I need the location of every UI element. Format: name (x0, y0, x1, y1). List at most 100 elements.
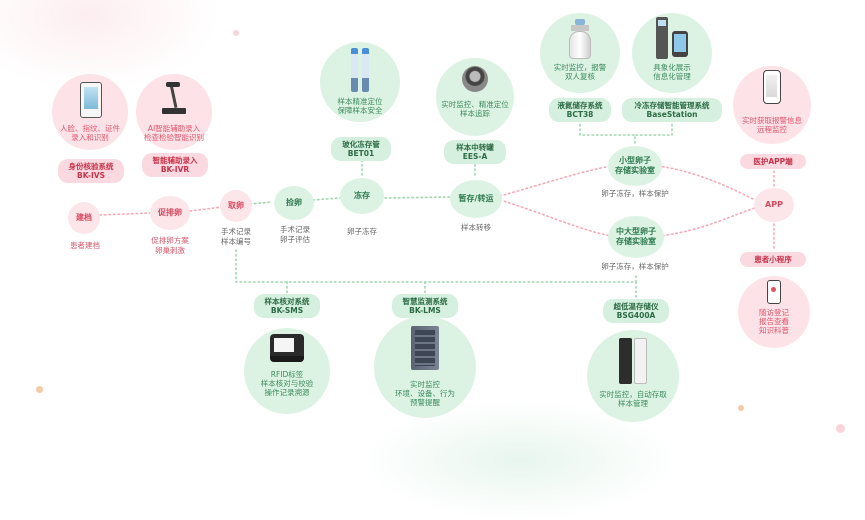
stage-small-lab-caption: 卵子冻存，样本保护 (601, 189, 669, 198)
mini-desc-3: 知识科普 (759, 326, 789, 335)
stage-small-lab-label: 小型卵子存储实验室 (615, 156, 655, 176)
mini-program-name: 患者小程序 (754, 255, 792, 264)
link-bct-small (579, 119, 636, 147)
ivr-system-code: BK-IVR (160, 165, 190, 174)
stage-cupailuan-label: 促排卵 (158, 208, 182, 217)
decor-dot-1 (36, 386, 43, 393)
face-terminal-icon (80, 82, 102, 118)
stage-jianluan-caption: 手术记录 卵子评估 (268, 225, 322, 244)
sms-system-code: BK-SMS (270, 306, 304, 315)
stage-dongcun-label: 冻存 (354, 191, 370, 200)
bsg-system-tag[interactable]: 超低温存储仪 BSG400A (603, 299, 669, 323)
link-quluan-jianluan (249, 201, 273, 205)
bsg-system-code: BSG400A (616, 311, 656, 320)
mini-program-tag[interactable]: 患者小程序 (740, 252, 806, 267)
sms-system-name: 样本核对系统 (264, 297, 310, 306)
doctor-app-tag[interactable]: 医护APP端 (740, 154, 806, 169)
stage-cupailuan-caption: 促排卵方案 卵巢刺激 (140, 236, 200, 255)
mini-program-phone-icon (767, 280, 781, 304)
decor-dot-4 (233, 30, 239, 36)
flow-connectors (99, 119, 775, 299)
link-small-app (657, 165, 756, 201)
bet-desc-2: 保障样本安全 (337, 106, 383, 115)
mini-desc-1: 随访登记 (759, 308, 789, 317)
bet-desc-1: 样本精准定位 (337, 97, 383, 106)
small-lab-label-2: 存储实验室 (615, 166, 655, 175)
bsg-device-circle: 实时监控，自动存取 样本管理 (587, 330, 679, 422)
stage-small-lab[interactable]: 小型卵子存储实验室 (608, 146, 662, 186)
ivr-desc-1: AI智能辅助录入 (147, 124, 201, 133)
ivr-device-circle: AI智能辅助录入 检查检验智能识别 (136, 74, 212, 150)
stage-app[interactable]: APP (754, 188, 794, 222)
ivs-device-circle: 人脸、指纹、证件 录入和识别 (52, 74, 128, 150)
link-jiandang-cupailuan (99, 212, 151, 216)
ultra-low-freezer-icon (619, 338, 647, 384)
nitrogen-dewar-icon (569, 19, 591, 59)
stage-jianluan[interactable]: 捡卵 (274, 186, 314, 220)
ivs-desc-2: 录入和识别 (71, 133, 109, 142)
ees-desc-2: 样本追踪 (460, 109, 490, 118)
base-system-tag[interactable]: 冷冻存储智能管理系统 BaseStation (622, 98, 722, 122)
ivs-system-name: 身份核验系统 (68, 162, 114, 171)
link-bottom-bus (235, 249, 637, 283)
link-large-app (657, 207, 756, 237)
link-base-small (634, 119, 673, 136)
doctor-app-circle: 实时获取报警信息 远程监控 (733, 66, 811, 144)
stage-dongcun[interactable]: 冻存 (340, 178, 384, 214)
cryo-straw-icon (350, 48, 372, 92)
doctor-app-desc-1: 实时获取报警信息 (742, 116, 802, 125)
link-cupailuan-quluan (189, 206, 223, 212)
stage-quluan[interactable]: 取卵 (220, 190, 252, 222)
bct-device-circle: 实时监控，报警 双人复核 (540, 13, 620, 93)
lms-system-tag[interactable]: 智慧监测系统 BK-LMS (392, 294, 458, 318)
stage-zancun-label: 暂存/转运 (458, 194, 494, 203)
stage-jianluan-caption-2: 卵子评估 (280, 234, 310, 244)
bsg-desc-1: 实时监控，自动存取 (599, 390, 667, 399)
stage-jiandang-label: 建档 (76, 213, 92, 222)
stage-jianluan-caption-1: 手术记录 (280, 225, 310, 234)
decor-dot-3 (836, 424, 845, 433)
bet-system-tag[interactable]: 玻化冻存管 BET01 (331, 137, 391, 161)
stage-large-lab-label: 中大型卵子存储实验室 (616, 227, 656, 247)
phone-icon (763, 70, 781, 104)
link-dongcun-zancun (384, 196, 451, 199)
base-system-name: 冷冻存储智能管理系统 (634, 101, 710, 110)
link-jianluan-dongcun (312, 197, 341, 201)
ivr-system-name: 智能辅助录入 (152, 156, 198, 165)
sms-device-circle: RFID标签 样本核对与校验 操作记录溯源 (244, 328, 330, 414)
link-zancun-large (499, 199, 613, 237)
decor-dot-2 (738, 405, 744, 411)
base-station-icon (656, 17, 690, 59)
bsg-system-name: 超低温存储仪 (613, 302, 659, 311)
stage-jiandang[interactable]: 建档 (68, 202, 100, 234)
ees-system-code: EES-A (462, 152, 488, 161)
stage-large-lab-caption: 卵子冻存，样本保护 (601, 262, 669, 271)
ees-system-name: 样本中转罐 (456, 143, 494, 152)
ivs-system-tag[interactable]: 身份核验系统 BK-IVS (58, 159, 124, 183)
bct-desc-2: 双人复核 (565, 72, 595, 81)
stage-dongcun-caption: 卵子冻存 (347, 227, 377, 236)
rfid-terminal-icon (270, 334, 304, 362)
base-desc-1: 具象化展示 (653, 63, 691, 72)
ees-device-circle: 实时监控、精准定位 样本追踪 (436, 58, 514, 136)
lms-desc-3: 预警提醒 (410, 398, 440, 407)
ivr-desc-2: 检查检验智能识别 (144, 133, 204, 142)
stage-large-lab[interactable]: 中大型卵子存储实验室 (608, 216, 664, 258)
stage-quluan-label: 取卵 (228, 201, 244, 210)
stage-zancun[interactable]: 暂存/转运 (450, 180, 502, 218)
stage-quluan-caption: 手术记录 样本编号 (210, 227, 262, 246)
bct-desc-1: 实时监控，报警 (553, 63, 607, 72)
bet-device-circle: 样本精准定位 保障样本安全 (320, 42, 400, 122)
ivr-system-tag[interactable]: 智能辅助录入 BK-IVR (142, 153, 208, 177)
base-desc-2: 信息化管理 (653, 72, 691, 81)
lms-desc-2: 环境、设备、行为 (395, 389, 455, 398)
stage-cupailuan[interactable]: 促排卵 (150, 196, 190, 230)
bct-system-tag[interactable]: 液氮储存系统 BCT38 (549, 98, 611, 122)
lms-device-circle: 实时监控 环境、设备、行为 预警提醒 (374, 316, 476, 418)
small-lab-label-1: 小型卵子 (619, 156, 651, 165)
sms-system-tag[interactable]: 样本核对系统 BK-SMS (254, 294, 320, 318)
bsg-desc-2: 样本管理 (618, 399, 648, 408)
stage-jiandang-caption: 患者建档 (70, 241, 100, 250)
ees-system-tag[interactable]: 样本中转罐 EES-A (444, 140, 506, 164)
sms-desc-1: RFID标签 (270, 370, 304, 379)
